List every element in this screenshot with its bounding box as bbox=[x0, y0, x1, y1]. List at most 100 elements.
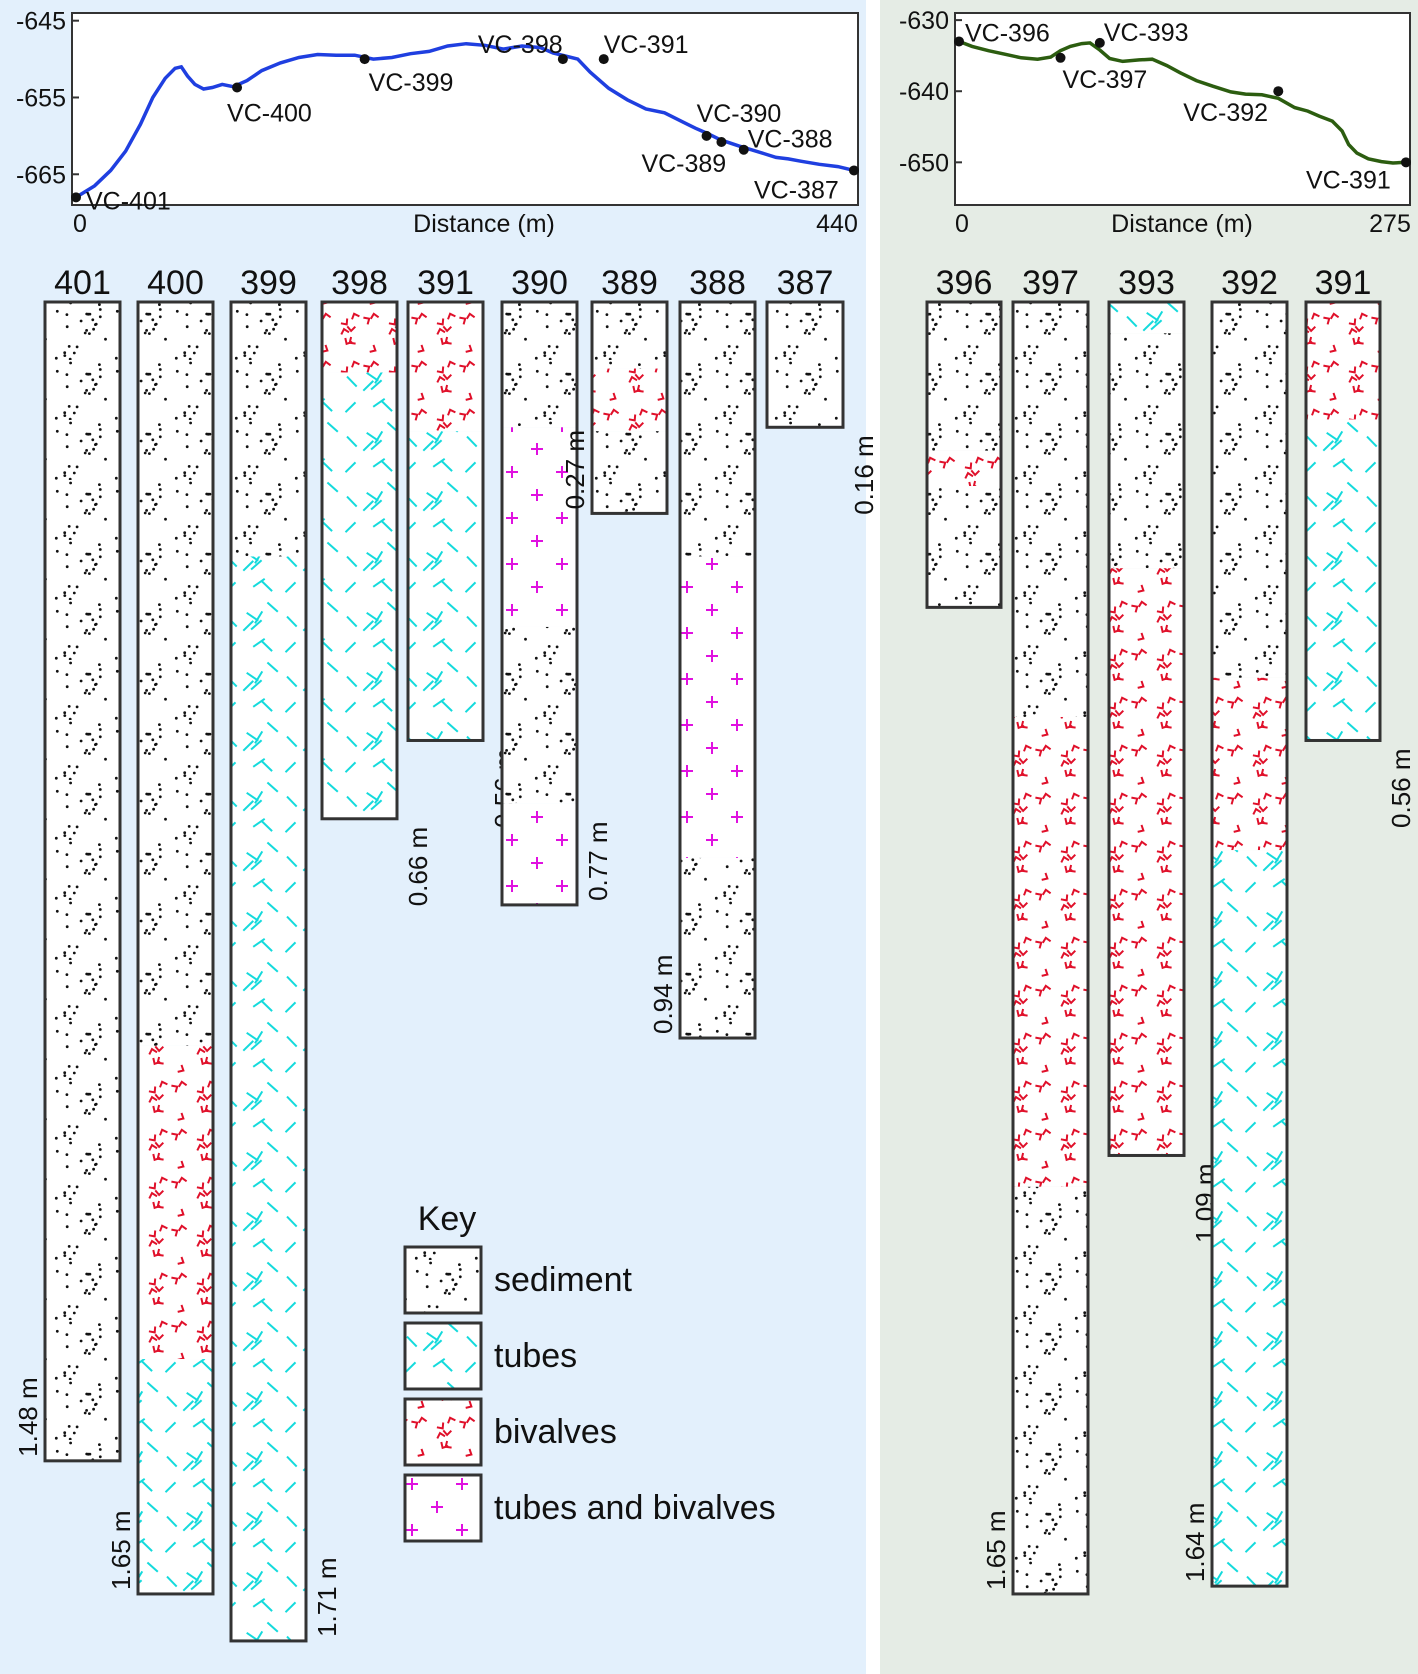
core-site-label: VC-397 bbox=[1063, 66, 1148, 94]
core-length-label: 1.71 m bbox=[312, 1557, 342, 1637]
core-site-marker bbox=[557, 54, 568, 65]
core-id-label: 400 bbox=[147, 264, 204, 302]
core-outline bbox=[43, 300, 122, 1463]
core-id-label: 401 bbox=[54, 264, 111, 302]
y-tick-label: -650 bbox=[899, 149, 949, 177]
y-tick-label: -655 bbox=[16, 84, 66, 112]
core-site-label: VC-391 bbox=[1306, 166, 1391, 194]
core-layer-bivalves bbox=[1306, 302, 1380, 420]
core-layer-tubes bbox=[231, 556, 306, 1641]
profile-right-x-tick-end: 275 bbox=[1369, 210, 1411, 238]
core-log-390: 390 0.77 m bbox=[500, 264, 613, 907]
core-length-label: 1.48 m bbox=[13, 1377, 43, 1457]
core-site-marker bbox=[701, 130, 712, 141]
core-site-label: VC-393 bbox=[1104, 19, 1189, 47]
core-id-label: 391 bbox=[1315, 264, 1372, 302]
core-outline bbox=[1304, 300, 1382, 742]
core-site-label: VC-396 bbox=[965, 19, 1050, 47]
core-layer-tubes bbox=[138, 1359, 213, 1594]
core-site-marker bbox=[738, 144, 749, 155]
core-log-400: 400 1.65 m bbox=[106, 264, 215, 1596]
profile-left-y-tick-labels: -645 -655 -665 bbox=[16, 8, 66, 190]
core-length-label: 0.56 m bbox=[1386, 748, 1416, 828]
core-outline bbox=[320, 300, 399, 821]
profile-right-plot-frame bbox=[954, 12, 1411, 206]
core-layer-sediment bbox=[680, 302, 755, 557]
legend-label: tubes bbox=[494, 1337, 577, 1375]
core-site-marker bbox=[71, 192, 81, 203]
core-length-label: 0.16 m bbox=[849, 435, 879, 515]
legend-title: Key bbox=[418, 1200, 477, 1238]
core-length-label: 1.64 m bbox=[1180, 1503, 1210, 1583]
core-layer-tubes bbox=[1212, 850, 1287, 1587]
core-layer-bivalves bbox=[592, 368, 667, 432]
core-layer-sediment bbox=[138, 302, 213, 1046]
core-layer-sediment bbox=[45, 302, 120, 1461]
profile-right-line bbox=[958, 39, 1407, 165]
core-layer-sediment bbox=[592, 302, 667, 369]
core-site-label: VC-401 bbox=[86, 187, 171, 215]
legend-swatch bbox=[403, 1321, 483, 1391]
legend-label: tubes and bivalves bbox=[494, 1489, 776, 1527]
core-site-label: VC-392 bbox=[1183, 99, 1268, 127]
legend-item-tubes-and-bivalves: tubes and bivalves bbox=[403, 1473, 776, 1543]
core-id-label: 399 bbox=[240, 264, 297, 302]
core-length-label: 0.77 m bbox=[583, 821, 613, 901]
profile-right-x-tick-start: 0 bbox=[955, 210, 969, 238]
core-layer-tubes bbox=[322, 372, 397, 819]
core-length-label: 0.66 m bbox=[403, 827, 433, 907]
core-id-label: 389 bbox=[601, 264, 658, 302]
core-id-label: 397 bbox=[1022, 264, 1079, 302]
core-layer-bivalves bbox=[322, 302, 397, 373]
core-site-marker bbox=[954, 36, 964, 47]
core-layer-tubes-and-bivalves bbox=[680, 556, 755, 858]
core-site-marker bbox=[1273, 86, 1284, 97]
legend-swatch bbox=[403, 1245, 483, 1315]
profile-left-y-ticks bbox=[72, 19, 79, 176]
core-site-label: VC-399 bbox=[369, 69, 454, 97]
core-outline bbox=[1011, 300, 1090, 1596]
profile-left-x-tick-start: 0 bbox=[73, 210, 87, 238]
y-tick-label: -665 bbox=[16, 161, 66, 189]
legend-item-sediment: sediment bbox=[403, 1245, 633, 1315]
core-site-label: VC-398 bbox=[478, 31, 563, 59]
profile-right-y-ticks bbox=[955, 19, 962, 164]
core-outline bbox=[765, 300, 845, 429]
core-layer-sediment bbox=[1109, 333, 1184, 569]
core-outline bbox=[1210, 300, 1289, 1588]
core-site-label: VC-387 bbox=[754, 176, 839, 204]
y-tick-label: -640 bbox=[899, 78, 949, 106]
core-layer-sediment bbox=[502, 302, 577, 428]
core-outline bbox=[1107, 300, 1186, 1157]
core-length-label: 1.65 m bbox=[106, 1510, 136, 1590]
core-length-label: 1.65 m bbox=[981, 1510, 1011, 1590]
core-layer-bivalves bbox=[927, 450, 1001, 487]
core-layer-bivalves bbox=[1013, 716, 1088, 1187]
core-site-label: VC-390 bbox=[697, 100, 782, 128]
core-log-391: 391 0.56 m bbox=[1304, 264, 1416, 828]
y-tick-label: -645 bbox=[16, 8, 66, 36]
core-id-label: 390 bbox=[511, 264, 568, 302]
core-layer-tubes-and-bivalves bbox=[502, 427, 577, 627]
core-layer-sediment bbox=[231, 302, 306, 557]
core-site-label: VC-388 bbox=[748, 126, 833, 154]
core-layer-bivalves bbox=[408, 302, 483, 432]
profile-left-x-tick-end: 440 bbox=[816, 210, 858, 238]
core-site-marker bbox=[232, 82, 243, 93]
core-log-401: 401 1.48 m bbox=[13, 264, 122, 1463]
legend-item-tubes: tubes bbox=[403, 1321, 577, 1391]
core-layer-bivalves bbox=[1109, 568, 1184, 1156]
